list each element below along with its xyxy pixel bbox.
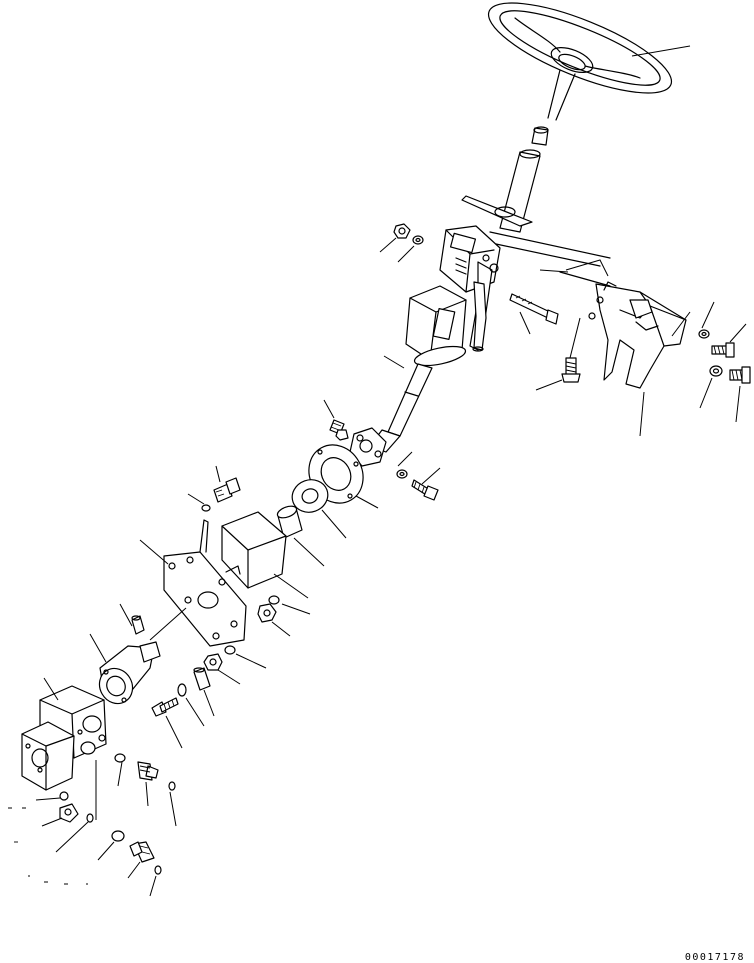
leader-line: [379, 237, 397, 253]
leader-line: [631, 45, 691, 57]
pedal-bracket: [559, 271, 687, 389]
coupling: [131, 615, 145, 635]
leader-line: [43, 677, 59, 701]
leader-line: [55, 821, 89, 853]
fitting: [129, 841, 155, 863]
steering-wheel: [487, 2, 673, 121]
washer: [396, 469, 408, 479]
leader-line: [273, 573, 309, 599]
leader-line: [519, 311, 531, 335]
washer: [224, 645, 236, 655]
fitting: [137, 761, 159, 781]
leader-line: [323, 399, 335, 419]
leader-line: [321, 509, 347, 539]
o-ring: [114, 753, 126, 763]
leader-line: [565, 259, 609, 277]
leader-line: [127, 861, 141, 879]
washer: [412, 235, 424, 245]
bushing: [276, 505, 303, 539]
leader-line: [397, 245, 415, 263]
leader-line: [149, 875, 157, 897]
leader-line: [729, 323, 747, 343]
leader-line: [185, 697, 205, 727]
leader-line: [397, 451, 413, 467]
leader-line: [145, 781, 149, 807]
leader-line: [701, 301, 715, 329]
flange-bolt: [561, 357, 581, 383]
orbitrol-unit: [98, 641, 161, 705]
leader-line: [539, 269, 569, 273]
stray-marks: [8, 807, 88, 885]
leader-line: [119, 603, 133, 627]
leader-line: [169, 791, 177, 827]
drawing-reference-number: 00017178: [685, 952, 745, 963]
washer: [268, 595, 280, 605]
long-bolt: [509, 293, 559, 325]
leader-line: [149, 607, 187, 641]
washer: [177, 683, 187, 697]
o-ring: [168, 781, 176, 791]
leader-line: [535, 379, 563, 391]
nut: [203, 653, 223, 671]
o-ring: [154, 865, 162, 875]
bolt: [411, 479, 439, 501]
hydraulic-pump: [21, 685, 107, 791]
o-ring: [59, 791, 69, 801]
bolt: [151, 697, 179, 717]
leader-line: [41, 817, 63, 827]
leader-line: [89, 633, 107, 663]
bolt: [711, 342, 735, 358]
leader-line: [569, 317, 581, 359]
rubber-block: [221, 511, 287, 589]
elbow-fitting: [59, 803, 79, 823]
leader-line: [699, 377, 713, 409]
leader-line: [639, 391, 645, 437]
leader-line: [165, 715, 183, 749]
washer: [201, 504, 211, 512]
nut: [335, 429, 349, 441]
universal-joint: [349, 427, 387, 467]
mounting-plate: [163, 519, 247, 647]
o-ring: [111, 830, 125, 842]
leader-line: [139, 539, 169, 565]
leader-line: [671, 311, 691, 337]
nut: [257, 603, 277, 623]
leader-line: [217, 669, 241, 685]
leader-line: [383, 355, 405, 369]
leader-line: [355, 495, 379, 509]
leader-line: [735, 385, 741, 423]
washer: [709, 365, 723, 377]
leader-line: [117, 761, 123, 787]
leader-line: [203, 689, 215, 717]
oil-seal: [291, 479, 329, 513]
bolt: [729, 366, 751, 384]
column-housing: [439, 225, 611, 351]
washer: [698, 329, 710, 339]
leader-line: [97, 841, 115, 861]
leader-line: [187, 493, 205, 505]
spacer: [193, 667, 211, 691]
upper-steering-shaft: [461, 126, 549, 233]
leader-line: [215, 465, 221, 483]
leader-line: [271, 621, 291, 637]
leader-line: [281, 603, 311, 615]
leader-line: [235, 653, 267, 669]
leader-line: [35, 797, 61, 801]
leader-line: [421, 467, 441, 485]
o-ring: [86, 813, 94, 823]
tilt-column-body: [405, 281, 487, 367]
bolt: [213, 477, 241, 503]
leader-line: [293, 537, 325, 567]
nut: [393, 223, 411, 239]
